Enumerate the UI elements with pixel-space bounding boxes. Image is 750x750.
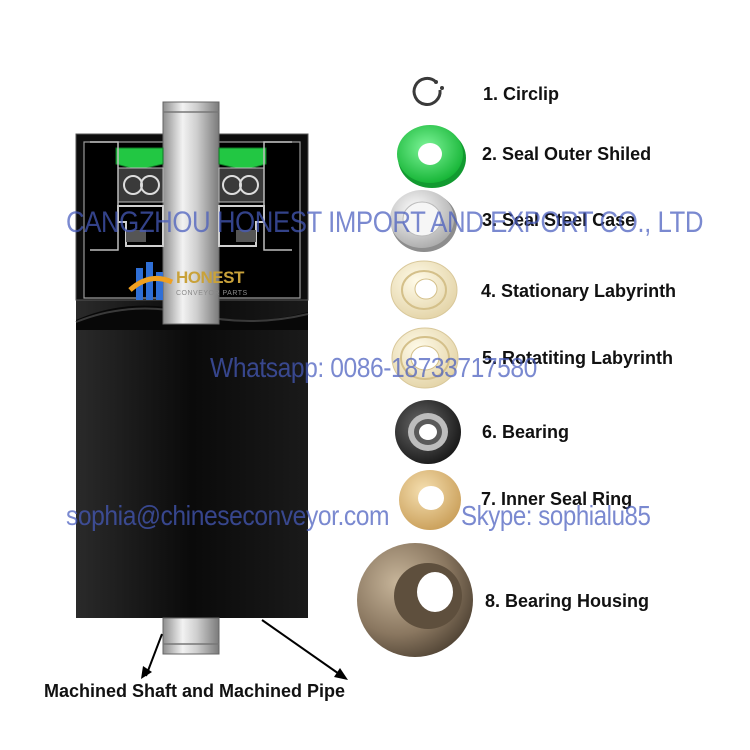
pipe-arrowhead-icon (334, 668, 348, 680)
part-number: 8. (485, 591, 500, 611)
stationary-labyrinth-icon (391, 261, 457, 319)
watermark-company: CANGZHOU HONEST IMPORT AND EXPORT CO., L… (66, 206, 703, 240)
watermark-whatsapp: Whatsapp: 0086-18733717580 (210, 352, 537, 384)
diagram-caption: Machined Shaft and Machined Pipe (44, 681, 345, 702)
inner-seal-ring-icon (399, 470, 461, 530)
part-number: 6. (482, 422, 497, 442)
circlip-icon (414, 78, 444, 104)
part-label-1: 1. Circlip (483, 84, 559, 105)
part-label-6: 6. Bearing (482, 422, 569, 443)
part-number: 1. (483, 84, 498, 104)
shaft-bottom (163, 618, 219, 654)
watermark-email: sophia@chineseconveyor.com (66, 500, 389, 532)
part-number: 2. (482, 144, 497, 164)
bearing-housing-icon (357, 543, 473, 657)
pipe-pointer (262, 620, 342, 676)
part-label-4: 4. Stationary Labyrinth (481, 281, 676, 302)
part-number: 4. (481, 281, 496, 301)
seal-outer-shield-icon (397, 125, 466, 188)
idler-roller (76, 102, 348, 680)
part-name: Circlip (503, 84, 559, 104)
bearing-icon (395, 400, 461, 464)
part-name: Seal Outer Shiled (502, 144, 651, 164)
part-label-8: 8. Bearing Housing (485, 591, 649, 612)
part-label-2: 2. Seal Outer Shiled (482, 144, 651, 165)
shaft-arrowhead-icon (141, 666, 152, 679)
part-name: Bearing (502, 422, 569, 442)
logo-tagline: CONVEYOR PARTS (176, 290, 248, 297)
watermark-skype: Skype: sophialu85 (461, 500, 650, 532)
logo-name: HONEST (176, 268, 244, 288)
part-name: Bearing Housing (505, 591, 649, 611)
part-name: Stationary Labyrinth (501, 281, 676, 301)
